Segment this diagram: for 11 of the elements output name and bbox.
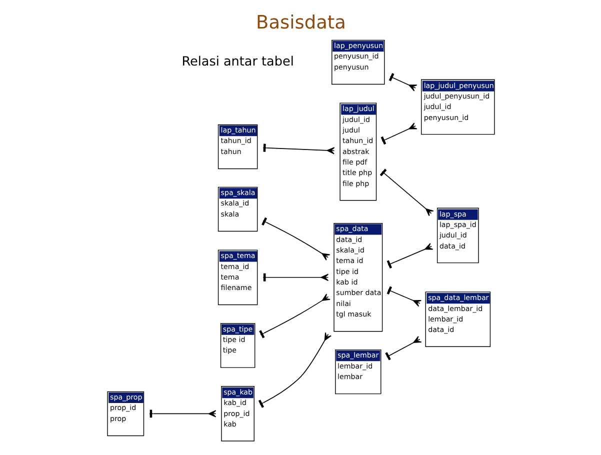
connector — [262, 144, 334, 154]
connector — [386, 243, 433, 268]
connector — [386, 286, 422, 307]
diagram-title: Basisdata — [256, 12, 346, 34]
connector — [261, 217, 330, 260]
connector — [380, 122, 417, 145]
connector — [258, 294, 330, 338]
connector — [384, 336, 422, 360]
label: Relasi antar tabel — [181, 54, 294, 70]
connector — [379, 168, 434, 216]
connector — [388, 73, 417, 92]
